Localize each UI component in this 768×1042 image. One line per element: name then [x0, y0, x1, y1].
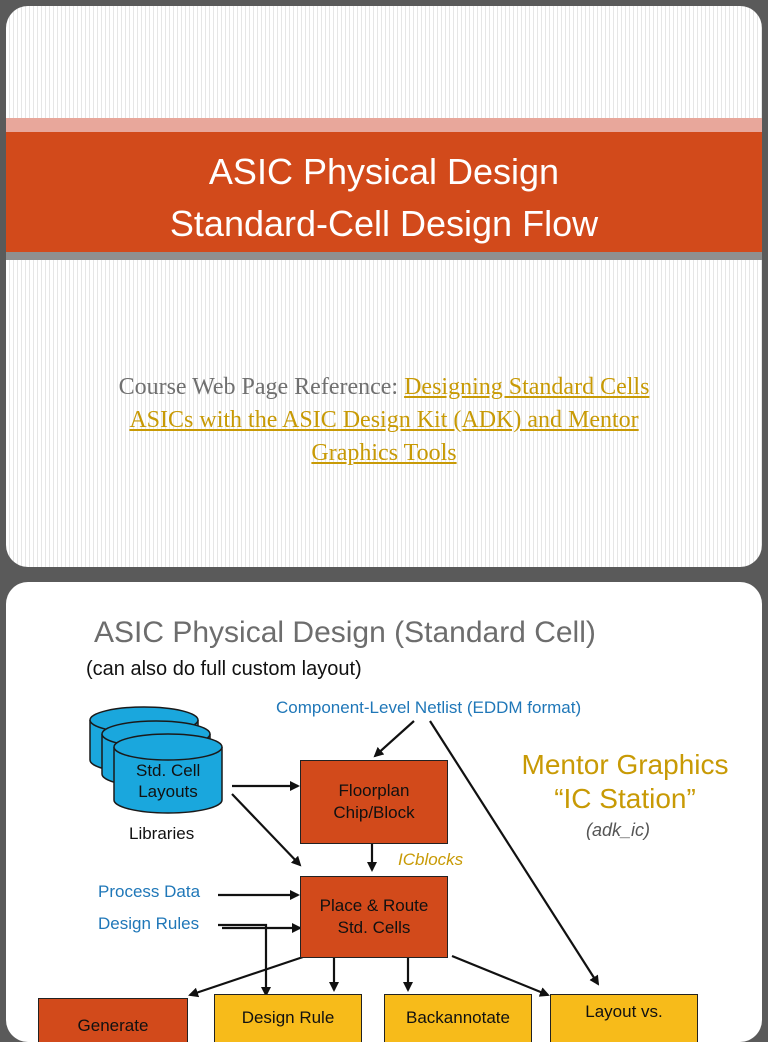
tool-subname: (adk_ic): [586, 820, 651, 840]
floorplan-line2: Chip/Block: [333, 803, 415, 822]
slide-title-line1: ASIC Physical Design: [208, 151, 560, 192]
tool-name-line1: Mentor Graphics: [521, 749, 729, 780]
title-slide: ASIC Physical Design Standard-Cell Desig…: [6, 6, 762, 567]
floorplan-box: Floorplan Chip/Block: [300, 760, 448, 844]
title-band: [6, 132, 762, 252]
stdcell-label-line2: Layouts: [138, 782, 198, 801]
course-reference: Course Web Page Reference: Designing Sta…: [116, 371, 652, 470]
icblocks-label: ICblocks: [398, 850, 464, 869]
layout-vs-box-label: Layout vs.: [585, 1002, 663, 1021]
stdcell-label-line1: Std. Cell: [136, 761, 201, 780]
place-route-box: Place & Route Std. Cells: [300, 876, 448, 958]
floorplan-line1: Floorplan: [338, 781, 410, 800]
reference-prefix: Course Web Page Reference:: [118, 374, 405, 400]
title-band-accent-bottom: [6, 252, 762, 260]
arrow-design-rules: [218, 923, 271, 997]
generate-box-label: Generate: [77, 1016, 149, 1035]
stdcell-layouts-label: Std. Cell Layouts: [136, 760, 200, 802]
flow-diagram: [89, 706, 600, 998]
reference-link[interactable]: Designing Standard Cells ASICs with the …: [129, 374, 650, 466]
layout-vs-box: Layout vs.: [550, 994, 698, 1042]
place-route-line1: Place & Route: [319, 896, 429, 915]
arrow-pr-lvs: [451, 954, 550, 997]
tool-name: Mentor Graphics “IC Station”: [510, 748, 740, 816]
netlist-label: Component-Level Netlist (EDDM format): [276, 698, 582, 717]
tool-name-line2: “IC Station”: [554, 783, 696, 814]
process-data-label: Process Data: [98, 882, 201, 901]
arrow-pr-generate: [188, 954, 307, 998]
library-cylinder-front: [113, 733, 223, 814]
flow-slide: ASIC Physical Design (Standard Cell) (ca…: [6, 582, 762, 1042]
flow-slide-subtitle: (can also do full custom layout): [86, 658, 362, 680]
design-rule-box: Design Rule: [214, 994, 362, 1042]
generate-box: Generate: [38, 998, 188, 1042]
design-rules-label: Design Rules: [98, 914, 200, 933]
title-band-accent-top: [6, 118, 762, 132]
place-route-line2: Std. Cells: [337, 918, 411, 937]
design-rule-box-label: Design Rule: [241, 1008, 335, 1027]
backannotate-box: Backannotate: [384, 994, 532, 1042]
flow-slide-title: ASIC Physical Design (Standard Cell): [94, 616, 596, 649]
backannotate-box-label: Backannotate: [406, 1008, 510, 1027]
slide-title: ASIC Physical Design Standard-Cell Desig…: [6, 146, 762, 250]
arrow-netlist-floorplan: [373, 720, 415, 758]
arrow-libraries-placeroute: [231, 793, 302, 867]
arrow-netlist-lvs: [429, 720, 600, 986]
libraries-label: Libraries: [129, 824, 195, 843]
slide-title-line2: Standard-Cell Design Flow: [169, 203, 599, 244]
